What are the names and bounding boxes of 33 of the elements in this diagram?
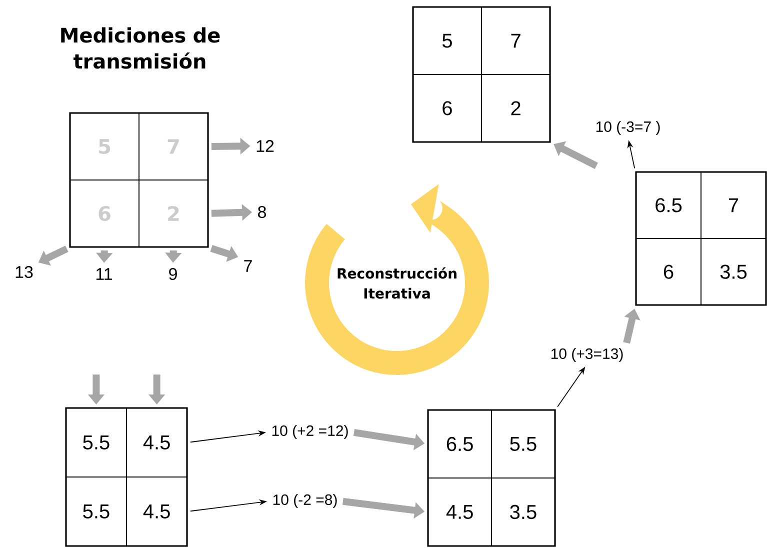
grid-cell: 6 <box>412 74 482 142</box>
measurement-value: 12 <box>256 140 274 152</box>
sum-label: 10 (+2 =12) <box>272 425 348 439</box>
grid-cell: 4.5 <box>126 408 188 478</box>
grid-cell: 6.5 <box>636 172 702 239</box>
grid <box>635 171 767 306</box>
measurement-value: 13 <box>16 266 33 278</box>
measurement-value: 8 <box>258 206 266 218</box>
grid <box>427 409 556 547</box>
grid-cell: 3.5 <box>700 238 766 306</box>
grid-cell: 5.5 <box>66 476 127 546</box>
measurement-value: 7 <box>244 260 252 272</box>
sum-label: 10 (+3=13) <box>551 348 623 362</box>
grid <box>412 6 551 143</box>
grid-cell: 6 <box>636 238 702 306</box>
measurement-value: 9 <box>169 268 177 280</box>
title: Mediciones de transmisión <box>61 27 220 69</box>
grid-cell: 5 <box>412 6 482 75</box>
measurement-value: 11 <box>96 268 112 280</box>
grid-cell: 7 <box>481 6 550 75</box>
grid-cell: 2 <box>481 74 550 142</box>
sum-label: 10 (-3=7 ) <box>596 121 660 135</box>
cycle-label: Reconstrucción Iterativa <box>338 267 456 299</box>
grid-cell: 5.5 <box>491 410 556 478</box>
grid-cell: 7 <box>700 172 766 239</box>
grid <box>69 112 209 248</box>
grid <box>65 407 188 547</box>
grid-cell: 5.5 <box>66 408 127 478</box>
grid-cell: 4.5 <box>126 476 188 546</box>
sum-label: 10 (-2 =8) <box>273 494 337 508</box>
grid-cell: 4.5 <box>428 478 492 546</box>
grid-cell: 6.5 <box>428 410 492 478</box>
grid-cell: 3.5 <box>491 478 556 546</box>
